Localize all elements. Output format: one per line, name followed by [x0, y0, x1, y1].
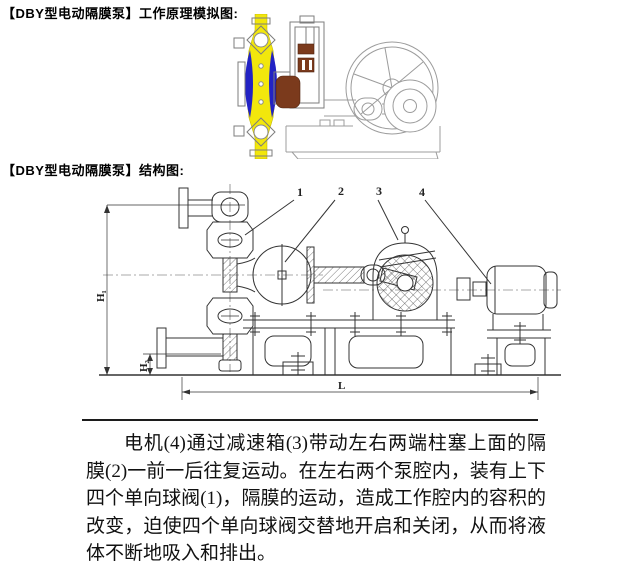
structure-svg: 1 2 3 4 H₁ H₂ L — [95, 184, 561, 400]
plunger-housing — [289, 15, 325, 109]
dim-label-l: L — [338, 380, 345, 392]
dimension-lines — [106, 204, 539, 400]
separator-line — [82, 419, 538, 421]
simulation-svg — [233, 13, 441, 160]
base-frame — [243, 312, 551, 376]
gearbox — [372, 226, 438, 320]
leader-lines — [244, 199, 492, 285]
eccentric-cam — [383, 79, 437, 133]
diaphragm-right — [269, 50, 277, 118]
heading-structure: 【DBY型电动隔膜泵】结构图: — [2, 163, 185, 178]
dim-label-h2: H₂ — [138, 359, 150, 372]
part-label-2: 2 — [338, 184, 344, 198]
ball-valve-top — [246, 25, 276, 55]
simulation-diagram — [228, 13, 445, 160]
coupling — [456, 277, 487, 301]
part-label-1: 1 — [297, 185, 303, 199]
structure-diagram: 1 2 3 4 H₁ H₂ L — [95, 180, 565, 420]
ball-valve-bottom — [246, 117, 276, 147]
dimension-arrows — [104, 205, 538, 395]
top-flange — [178, 187, 213, 229]
piston-assembly — [275, 43, 315, 109]
pump-body — [206, 191, 256, 372]
part-label-4: 4 — [419, 185, 425, 199]
part-label-3: 3 — [376, 184, 382, 198]
bottom-flange — [156, 327, 223, 369]
dim-label-h1: H₁ — [95, 290, 107, 302]
vent-holes — [258, 63, 264, 105]
description-paragraph: 电机(4)通过减速箱(3)带动左右两端柱塞上面的隔膜(2)一前一后往复运动。在左… — [86, 433, 546, 565]
motor — [486, 265, 558, 315]
heading-principle: 【DBY型电动隔膜泵】工作原理模拟图: — [2, 6, 239, 21]
diaphragm-left — [245, 50, 253, 118]
